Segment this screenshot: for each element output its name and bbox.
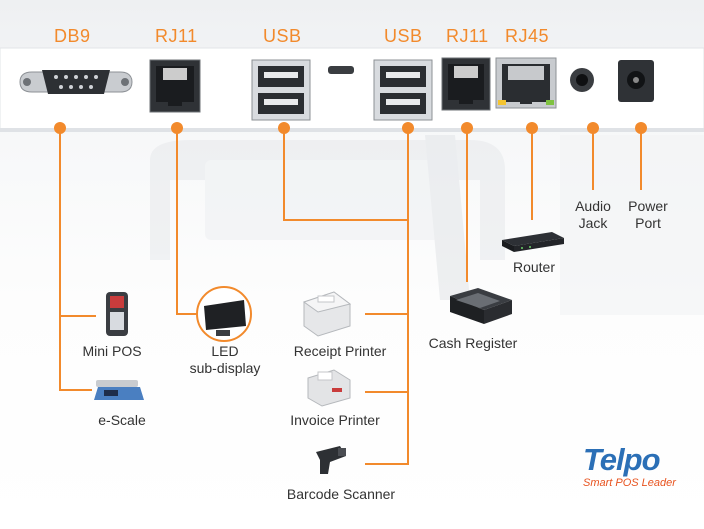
audio-jack-label-line1: Audio: [575, 198, 611, 214]
line-rj11-led: [176, 128, 198, 315]
router-label: Router: [512, 259, 556, 275]
telpo-logo: Telpo Smart POS Leader: [583, 442, 693, 490]
receipt-printer-icon: [302, 291, 352, 337]
barcode-scanner-label: Barcode Scanner: [286, 486, 396, 502]
logo-tagline: Smart POS Leader: [583, 477, 676, 489]
rj45-port-icon: [495, 57, 557, 109]
barcode-scanner-icon: [316, 446, 346, 474]
terminal-right-base: [560, 135, 704, 315]
led-label-line2: sub-display: [189, 360, 261, 376]
audio-jack-port-icon: [570, 68, 594, 92]
audio-jack-label-line2: Jack: [578, 215, 608, 231]
led-sub-display-label: LED sub-display: [180, 343, 270, 377]
cash-register-icon: [450, 288, 512, 324]
power-port-label-line1: Power: [628, 198, 668, 214]
invoice-printer-label: Invoice Printer: [290, 412, 380, 428]
line-db9: [59, 128, 92, 391]
rj11-left-label: RJ11: [155, 26, 198, 46]
rj11-left-port-icon: [149, 59, 201, 113]
usb-right-label: USB: [384, 26, 423, 46]
usb-right-port-icon: [373, 59, 433, 121]
connector-dots: [54, 122, 647, 134]
audio-jack-label: Audio Jack: [568, 198, 618, 232]
db9-label: DB9: [54, 26, 91, 46]
connector-lines: [59, 128, 642, 465]
logo-wordmark: Telpo: [583, 442, 661, 477]
mini-pos-label: Mini POS: [82, 343, 142, 359]
led-label-line1: LED: [211, 343, 239, 359]
usb-left-label: USB: [263, 26, 302, 46]
cash-register-label: Cash Register: [428, 335, 518, 351]
power-port-label-line2: Port: [635, 215, 661, 231]
mini-usb-slot-icon: [328, 66, 354, 74]
db9-port-icon: [19, 70, 133, 94]
invoice-printer-icon: [307, 369, 351, 407]
terminal-stand: [150, 135, 505, 300]
e-scale-icon: [94, 380, 144, 400]
power-port-label: Power Port: [620, 198, 676, 232]
rj11-right-label: RJ11: [446, 26, 489, 46]
e-scale-label: e-Scale: [98, 412, 146, 428]
receipt-printer-label: Receipt Printer: [293, 343, 387, 359]
usb-left-port-icon: [251, 59, 311, 121]
power-port-icon: [618, 60, 654, 102]
terminal-bottom-edge: [0, 128, 704, 132]
mini-pos-icon: [106, 292, 128, 336]
line-usb-left: [283, 128, 408, 221]
rj45-label: RJ45: [505, 26, 550, 46]
rj11-right-port-icon: [441, 57, 491, 111]
line-usb-right: [365, 128, 409, 465]
router-icon: [502, 232, 564, 252]
led-sub-display-icon: [196, 286, 252, 342]
